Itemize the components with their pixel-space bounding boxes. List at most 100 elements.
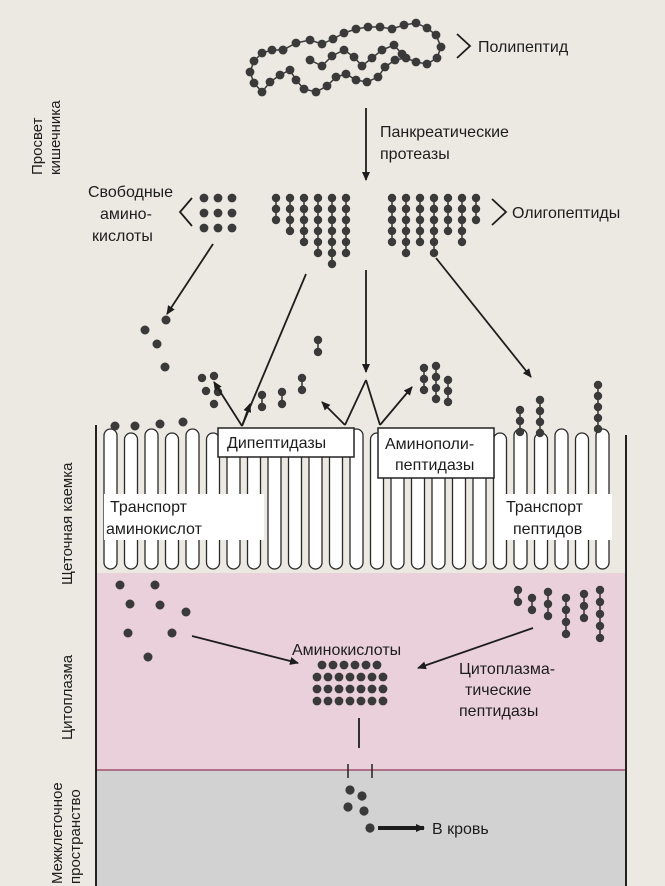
amino-acid-bead	[352, 25, 361, 34]
amino-acid-bead	[562, 618, 570, 626]
amino-acid-bead	[363, 78, 372, 87]
amino-acid-bead	[444, 398, 452, 406]
amino-acid-bead	[350, 53, 359, 62]
amino-acid-bead	[126, 600, 135, 609]
amino-acid-bead	[430, 227, 438, 235]
amino-acid-bead	[388, 238, 396, 246]
amino-acid-bead	[433, 54, 442, 63]
amino-acid-bead	[444, 376, 452, 384]
amino-acid-bead	[300, 85, 309, 94]
amino-acid-bead	[131, 422, 140, 431]
amino-acid-bead	[346, 673, 355, 682]
amino-acid-bead	[423, 60, 432, 69]
amino-acid-bead	[328, 227, 336, 235]
amino-acid-bead	[416, 194, 424, 202]
amino-acid-bead	[168, 629, 177, 638]
amino-acid-bead	[536, 407, 544, 415]
amino-acid-bead	[596, 586, 604, 594]
amino-acid-bead	[432, 31, 441, 40]
amino-acid-bead	[373, 661, 382, 670]
aa-transport-label-2: аминокислот	[106, 521, 203, 538]
amino-acid-bead	[432, 395, 440, 403]
amino-acid-bead	[198, 374, 206, 382]
amino-acid-bead	[279, 46, 288, 55]
amino-acid-bead	[323, 82, 332, 91]
amino-acid-bead	[162, 316, 171, 325]
amino-acid-bead	[416, 238, 424, 246]
amino-acid-bead	[258, 403, 266, 411]
bracket-oligopeptides	[492, 199, 506, 225]
amino-acid-bead	[402, 194, 410, 202]
to-blood-label: В кровь	[432, 821, 489, 838]
amino-acid-bead	[430, 194, 438, 202]
amino-acid-bead	[342, 216, 350, 224]
amino-acid-bead	[342, 194, 350, 202]
oligopeptides-label: Олигопептиды	[512, 205, 620, 222]
amino-acid-bead	[111, 422, 120, 431]
amino-acid-bead	[388, 25, 397, 34]
amino-acid-bead	[276, 71, 285, 80]
amino-acid-bead	[374, 73, 383, 82]
amino-acid-bead	[161, 363, 170, 372]
amino-acid-bead	[314, 249, 322, 257]
amino-acid-bead	[314, 348, 322, 356]
amino-acid-bead	[182, 608, 191, 617]
amino-acid-bead	[416, 227, 424, 235]
amino-acid-bead	[368, 54, 377, 63]
amino-acid-bead	[362, 661, 371, 670]
amino-acid-bead	[528, 606, 536, 614]
amino-acid-bead	[292, 76, 301, 85]
amino-acid-bead	[342, 205, 350, 213]
cyto-peptidases-label-3: пептидазы	[459, 703, 538, 720]
arrow-dipeptidase-3	[242, 404, 250, 426]
amino-acid-bead	[153, 340, 162, 349]
amino-acid-bead	[313, 697, 322, 706]
arrow-amino-3	[366, 380, 380, 425]
polypeptide-label: Полипептид	[478, 39, 569, 56]
amino-acid-bead	[335, 685, 344, 694]
amino-acid-bead	[536, 396, 544, 404]
amino-acid-bead	[346, 685, 355, 694]
amino-acid-bead	[516, 417, 524, 425]
amino-acid-bead	[420, 364, 428, 372]
amino-acid-bead	[432, 373, 440, 381]
amino-acid-bead	[286, 66, 295, 75]
amino-acid-bead	[364, 23, 373, 32]
amino-acid-bead	[379, 685, 388, 694]
amino-acid-bead	[300, 238, 308, 246]
amino-acid-bead	[580, 614, 588, 622]
amino-acid-bead	[345, 785, 354, 794]
peptide-transport-label-1: Транспорт	[506, 499, 584, 516]
amino-acid-bead	[596, 634, 604, 642]
amino-acid-bead	[272, 216, 280, 224]
amino-acid-bead	[388, 194, 396, 202]
amino-acid-bead	[300, 216, 308, 224]
amino-acid-bead	[292, 39, 301, 48]
dipeptidases-label: Дипептидазы	[227, 435, 326, 452]
amino-acid-bead	[258, 88, 267, 97]
amino-acid-bead	[314, 205, 322, 213]
amino-acid-bead	[536, 418, 544, 426]
cyto-peptidases-label-1: Цитоплазма-	[459, 661, 555, 678]
arrow-amino-2	[322, 402, 345, 425]
free-aa-label-3: кислоты	[92, 228, 153, 245]
amino-acid-bead	[596, 622, 604, 630]
amino-acid-bead	[328, 194, 336, 202]
amino-acid-bead	[214, 224, 223, 233]
amino-acid-bead	[306, 56, 315, 65]
amino-acid-bead	[562, 594, 570, 602]
amino-acid-bead	[391, 56, 400, 65]
amino-acid-bead	[324, 697, 333, 706]
amino-acid-bead	[306, 36, 315, 45]
amino-acid-bead	[278, 400, 286, 408]
amino-acid-bead	[528, 594, 536, 602]
arrow-free-aa-down	[167, 244, 213, 314]
amino-acid-bead	[420, 386, 428, 394]
amino-acid-bead	[594, 381, 602, 389]
amino-acid-bead	[376, 23, 385, 32]
amino-acid-bead	[210, 372, 218, 380]
amino-acid-bead	[357, 673, 366, 682]
aa-transport-label-1: Транспорт	[110, 499, 188, 516]
amino-acid-bead	[381, 63, 390, 72]
amino-acid-bead	[594, 403, 602, 411]
